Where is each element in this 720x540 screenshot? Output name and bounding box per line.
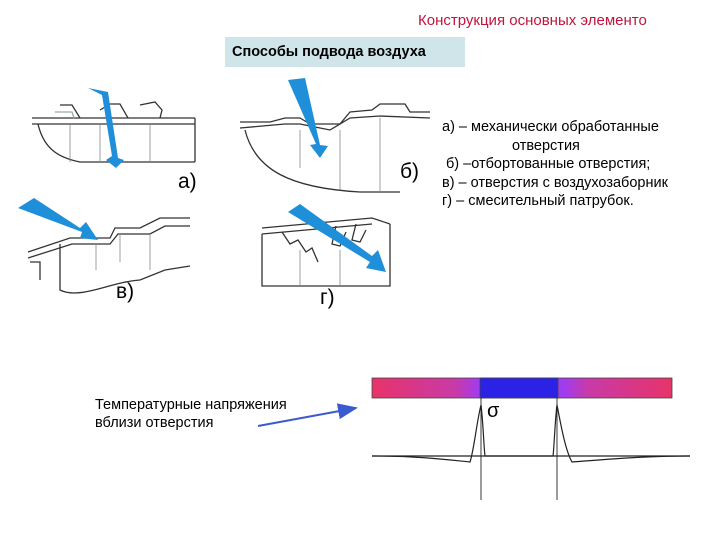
- legend-item-b: б) –отбортованные отверстия;: [446, 156, 651, 172]
- stress-label: Температурные напряжения вблизи отверсти…: [95, 396, 287, 432]
- sigma-label: σ: [487, 400, 500, 422]
- figure-b: [239, 78, 431, 193]
- legend-item-a: а) – механически обработанные: [442, 119, 659, 135]
- figure-label-b: б): [400, 160, 420, 183]
- section-subtitle: Способы подвода воздуха: [225, 37, 465, 67]
- stress-curve: [371, 404, 691, 463]
- figure-label-v: в): [116, 280, 135, 303]
- figure-v: [18, 198, 191, 294]
- legend-item-v: в) – отверстия с воздухозаборник: [442, 174, 668, 191]
- legend: а) – механически обработанные отверстия …: [442, 118, 720, 211]
- figure-label-a: а): [178, 170, 197, 193]
- pointer-arrow: [257, 403, 358, 427]
- stress-label-line1: Температурные напряжения: [95, 397, 287, 413]
- legend-item-a-cont: отверстия: [512, 137, 580, 154]
- stress-bar: [371, 377, 673, 399]
- figure-g: [261, 204, 391, 287]
- stress-plot: [371, 398, 691, 500]
- figure-a: [32, 88, 196, 168]
- stress-label-line2: вблизи отверстия: [95, 415, 214, 431]
- slide-title: Конструкция основных элементо: [418, 12, 647, 29]
- legend-item-g: г) – смесительный патрубок.: [442, 193, 634, 209]
- figure-label-g: г): [320, 286, 335, 309]
